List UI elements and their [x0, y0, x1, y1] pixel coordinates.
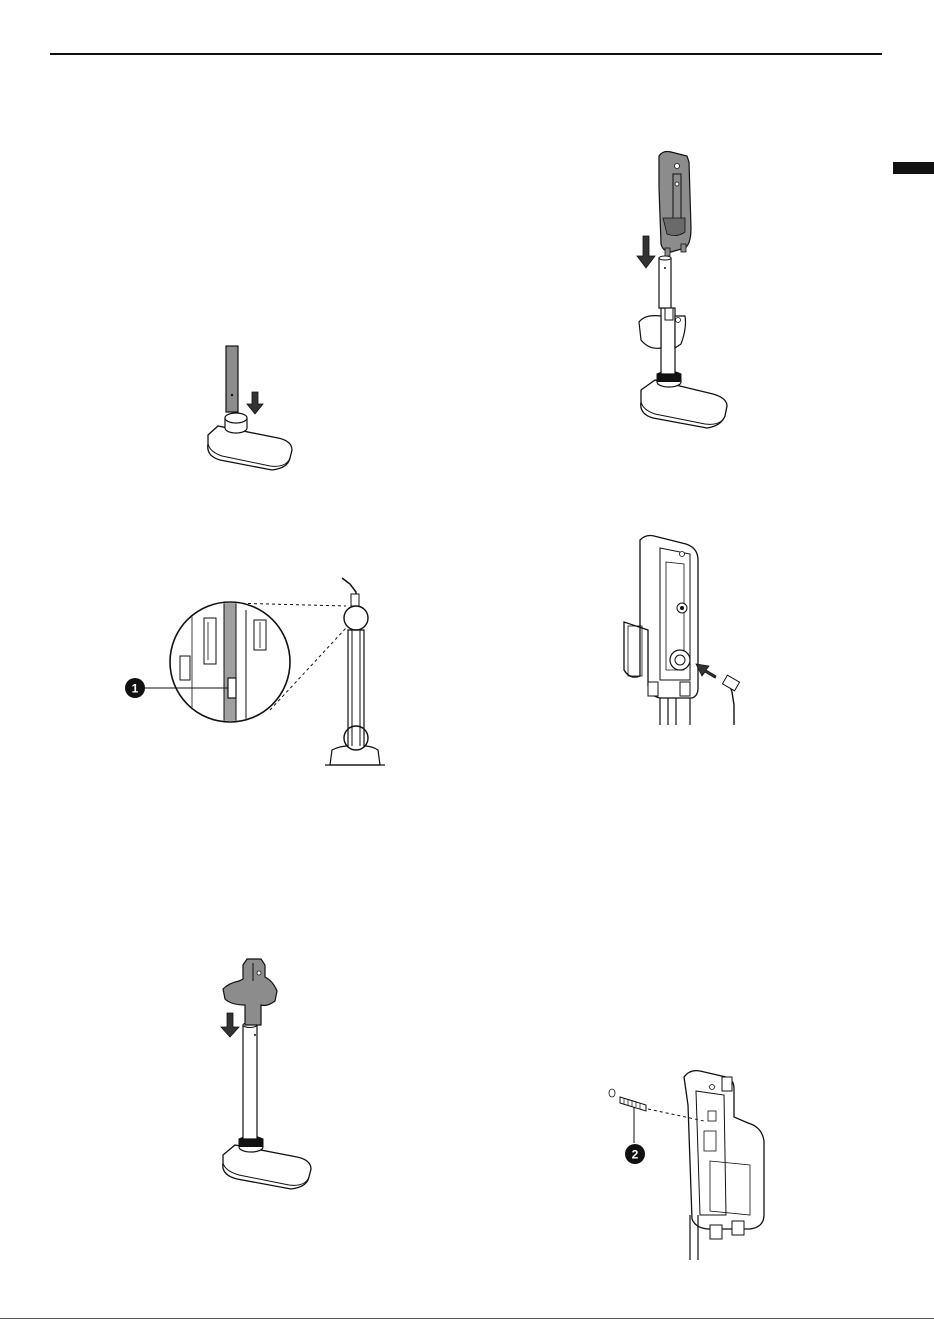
figure-holder-onto-stand — [615, 148, 735, 438]
section-tab-marker — [893, 162, 934, 174]
top-rule — [50, 53, 882, 55]
figure-plug-into-holder — [620, 530, 750, 730]
callout-2: 2 — [624, 1143, 646, 1165]
callout-2-label: 2 — [632, 1148, 639, 1162]
figure-cradle-onto-pole — [215, 955, 325, 1195]
figure-connector-cable-detail — [120, 570, 385, 770]
figure-screw-into-holder — [600, 1065, 770, 1265]
bottom-rule — [0, 1318, 934, 1319]
figure-pole-into-base — [200, 340, 300, 480]
callout-1-label: 1 — [132, 682, 139, 696]
callout-1: 1 — [124, 677, 146, 699]
